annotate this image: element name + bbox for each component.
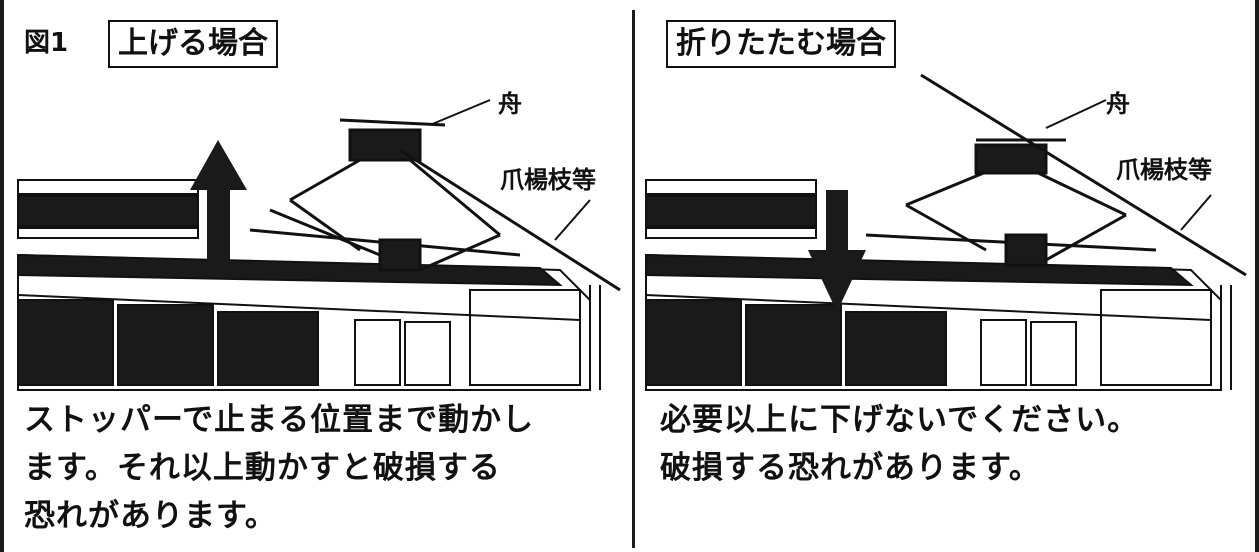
label-tool-fold: 爪楊枝等 (1116, 156, 1212, 184)
caption-fold: 必要以上に下げないでください。 破損する恐れがあります。 (660, 402, 1140, 486)
locomotive-roof (645, 179, 1232, 391)
raise-illustration (17, 99, 621, 391)
arrow-up-icon (190, 140, 247, 262)
locomotive-roof (17, 179, 601, 391)
figure-label: 図1 (24, 28, 69, 58)
fold-illustration (645, 73, 1247, 391)
label-boat-raise: 舟 (498, 90, 522, 118)
pantograph-folded (865, 138, 1157, 267)
label-tool-raise: 爪楊枝等 (500, 166, 596, 194)
arrow-down-icon (808, 190, 866, 312)
panel-raise: 図1 上げる場合 (17, 20, 621, 534)
frame-right-border (1255, 0, 1259, 552)
panel-title-fold: 折りたたむ場合 (666, 20, 896, 68)
callout-line-tool (1180, 194, 1212, 231)
toothpick (920, 73, 1247, 277)
panel-divider (632, 10, 635, 548)
pantograph-raised (249, 118, 521, 272)
frame-left-border (0, 0, 4, 552)
callout-line-boat (429, 99, 491, 126)
callout-line-tool (554, 199, 591, 241)
callout-line-boat (1045, 99, 1107, 129)
toothpick (399, 148, 621, 292)
panel-fold: 折りたたむ場合 (636, 0, 1259, 552)
panel-title-raise: 上げる場合 (108, 20, 278, 68)
label-boat-fold: 舟 (1106, 90, 1130, 118)
caption-raise: ストッパーで止まる位置まで動かし ます。それ以上動かすと破損する 恐れがあります… (24, 402, 535, 534)
